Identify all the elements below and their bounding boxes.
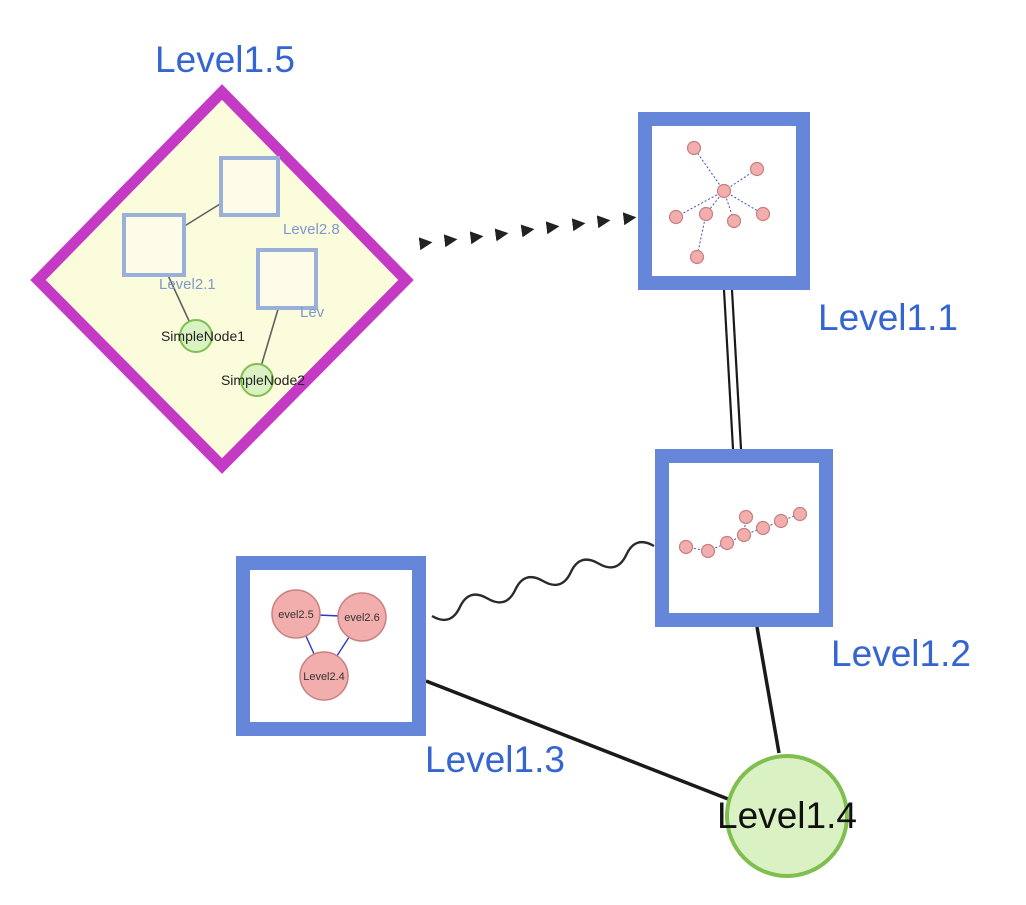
group-box[interactable] xyxy=(638,112,810,290)
inner-node-level2-6[interactable] xyxy=(337,592,387,642)
inner-dot-node[interactable] xyxy=(755,520,771,536)
double-edge-line-1[interactable] xyxy=(722,289,735,450)
inner-dot-node[interactable] xyxy=(678,539,694,555)
inner-dot-node[interactable] xyxy=(700,543,716,559)
wavy-edge-path[interactable] xyxy=(431,540,655,622)
inner-node-level2-5[interactable] xyxy=(271,589,321,639)
inner-dot-node[interactable] xyxy=(736,527,752,543)
inner-node-level2-8[interactable] xyxy=(219,156,280,217)
inner-edge xyxy=(726,534,745,544)
node-level1-2[interactable] xyxy=(655,449,833,627)
edge-level1-1-to-level1-2[interactable] xyxy=(722,289,743,450)
group-box[interactable] xyxy=(236,556,426,736)
dashed-arrowheads-line[interactable] xyxy=(400,212,637,251)
inner-node-label: Level2.4 xyxy=(303,671,345,683)
edge-level1-5-to-level1-1[interactable] xyxy=(400,212,637,251)
inner-node-label: SimpleNode2 xyxy=(221,372,305,388)
node-label-level1-1: Level1.1 xyxy=(818,297,958,338)
inner-node-label: Level2.1 xyxy=(159,276,216,293)
node-level1-4[interactable] xyxy=(725,754,849,878)
inner-edge xyxy=(675,190,725,218)
solid-edge-line[interactable] xyxy=(755,626,781,754)
inner-edge xyxy=(723,190,764,215)
node-label-level1-2: Level1.2 xyxy=(831,633,971,674)
inner-dot-node[interactable] xyxy=(738,509,754,525)
node-label-level1-3: Level1.3 xyxy=(425,739,565,780)
node-label-level1-5: Level1.5 xyxy=(155,39,295,80)
inner-node-label: Lev xyxy=(300,304,325,321)
inner-node-label: evel2.6 xyxy=(344,612,379,624)
inner-dot-node[interactable] xyxy=(686,140,702,156)
inner-dot-node[interactable] xyxy=(749,161,765,177)
inner-node-simplenode2[interactable] xyxy=(240,363,274,397)
inner-dot-node[interactable] xyxy=(689,249,705,265)
edge-level1-2-to-level1-4[interactable] xyxy=(755,626,781,754)
inner-node-label: Level2.8 xyxy=(283,221,340,238)
edge-level1-3-to-level1-2[interactable] xyxy=(431,540,655,622)
inner-node-label: SimpleNode1 xyxy=(161,328,245,344)
inner-node-simplenode1[interactable] xyxy=(179,319,213,353)
inner-edge xyxy=(743,516,747,536)
inner-dot-node[interactable] xyxy=(792,506,808,522)
inner-node-level2-1[interactable] xyxy=(122,213,186,277)
inner-dot-node[interactable] xyxy=(726,213,742,229)
green-circle-shape[interactable] xyxy=(725,754,849,878)
inner-node-lev[interactable] xyxy=(256,248,318,310)
node-level1-5[interactable]: Level2.8 Level2.1 Lev SimpleNode1 Simple… xyxy=(30,84,414,474)
node-level1-3[interactable]: evel2.5 evel2.6 Level2.4 xyxy=(236,556,426,736)
solid-edge-line[interactable] xyxy=(425,679,729,801)
inner-edge xyxy=(693,147,725,192)
edge-level1-3-to-level1-4[interactable] xyxy=(425,679,729,801)
inner-dot-node[interactable] xyxy=(698,206,714,222)
inner-node-label: evel2.5 xyxy=(278,609,313,621)
node-label-level1-4: Level1.4 xyxy=(717,795,857,836)
inner-edge xyxy=(696,213,707,258)
inner-dot-node[interactable] xyxy=(668,209,684,225)
inner-node-level2-4[interactable] xyxy=(299,651,349,701)
node-level1-1[interactable] xyxy=(638,112,810,290)
inner-dot-node[interactable] xyxy=(719,535,735,551)
inner-dot-node[interactable] xyxy=(755,206,771,222)
diamond-shape[interactable] xyxy=(30,84,414,474)
inner-dot-node[interactable] xyxy=(773,513,789,529)
inner-dot-node[interactable] xyxy=(716,183,732,199)
double-edge-line-2[interactable] xyxy=(730,289,743,450)
